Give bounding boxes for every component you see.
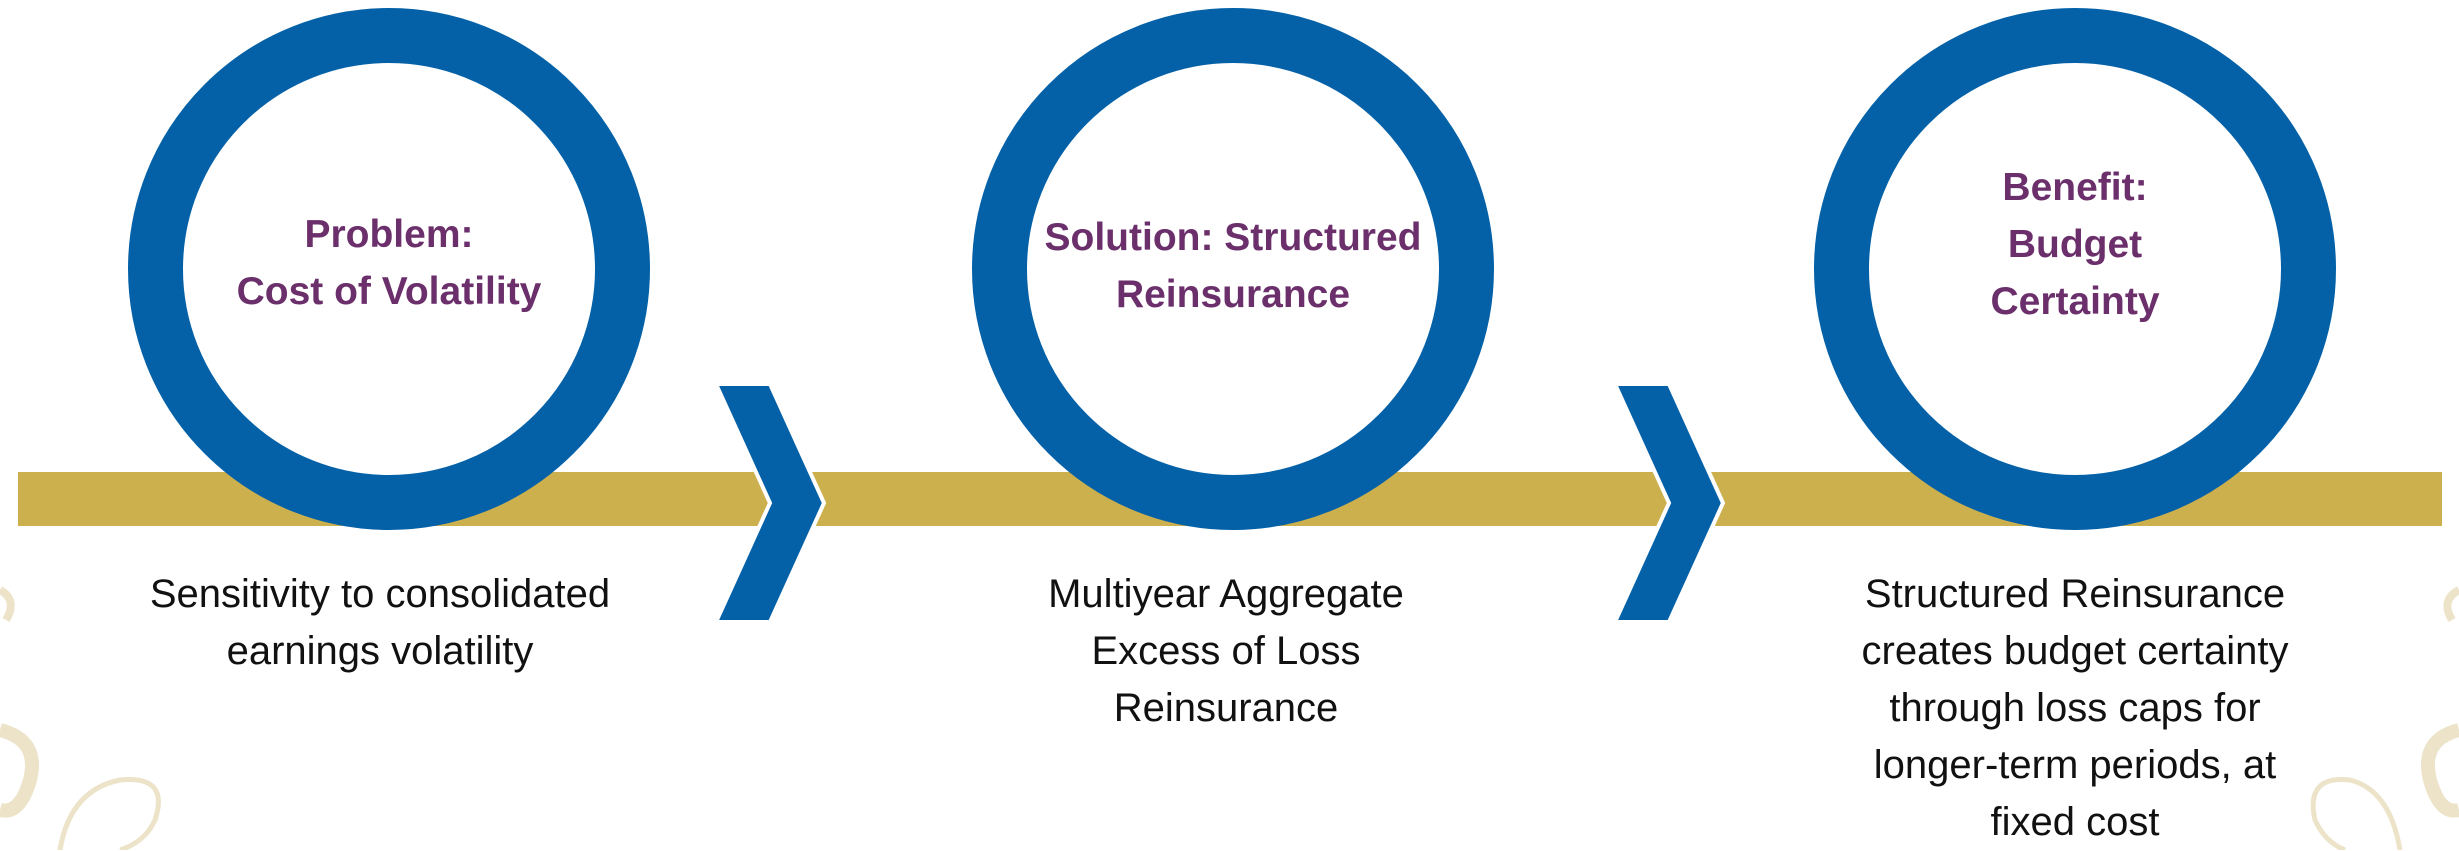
- step-circle-problem: Problem: Cost of Volatility: [128, 8, 650, 530]
- step-description-solution: Multiyear Aggregate Excess of Loss Reins…: [1048, 572, 1404, 730]
- step-circle-benefit: Benefit: Budget Certainty: [1814, 8, 2336, 530]
- swirl-ornament-right: [2310, 586, 2459, 850]
- chevron-right-icon: [1611, 382, 1726, 624]
- step-title-problem: Problem: Cost of Volatility: [236, 213, 542, 313]
- step-description-benefit: Structured Reinsurance creates budget ce…: [1861, 572, 2289, 844]
- step-title-solution: Solution: Structured Reinsurance: [1044, 216, 1422, 316]
- step-description-problem: Sensitivity to consolidated earnings vol…: [149, 572, 611, 673]
- swirl-ornament-left: [0, 586, 161, 850]
- step-circle-solution: Solution: Structured Reinsurance: [972, 8, 1494, 530]
- step-title-benefit: Benefit: Budget Certainty: [1990, 165, 2160, 323]
- chevron-right-icon: [712, 382, 827, 624]
